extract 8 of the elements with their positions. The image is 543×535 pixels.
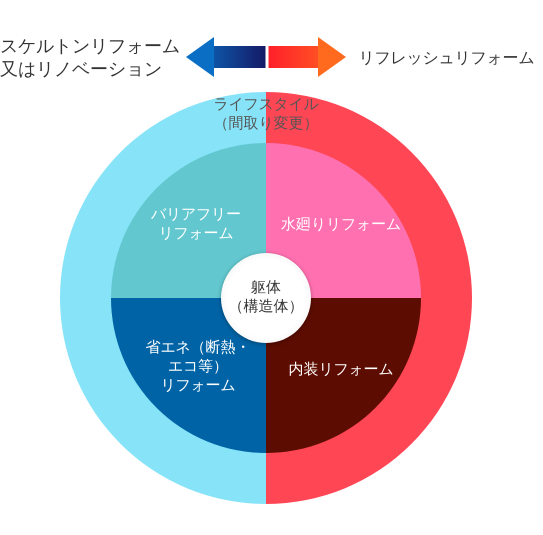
segment-label: 躯体（構造体） <box>228 278 304 316</box>
double-arrow <box>186 37 346 77</box>
heading-text: スケルトンリフォーム又はリノベーション <box>0 34 182 84</box>
segment-label: 内装リフォーム <box>288 360 394 379</box>
heading-text: リフレッシュリフォーム <box>350 44 543 74</box>
segment-label: 省エネ（断熱・エコ等）リフォーム <box>144 338 252 394</box>
segment-label: 水廻りリフォーム <box>280 215 402 234</box>
segment-label: バリアフリーリフォーム <box>150 205 242 242</box>
